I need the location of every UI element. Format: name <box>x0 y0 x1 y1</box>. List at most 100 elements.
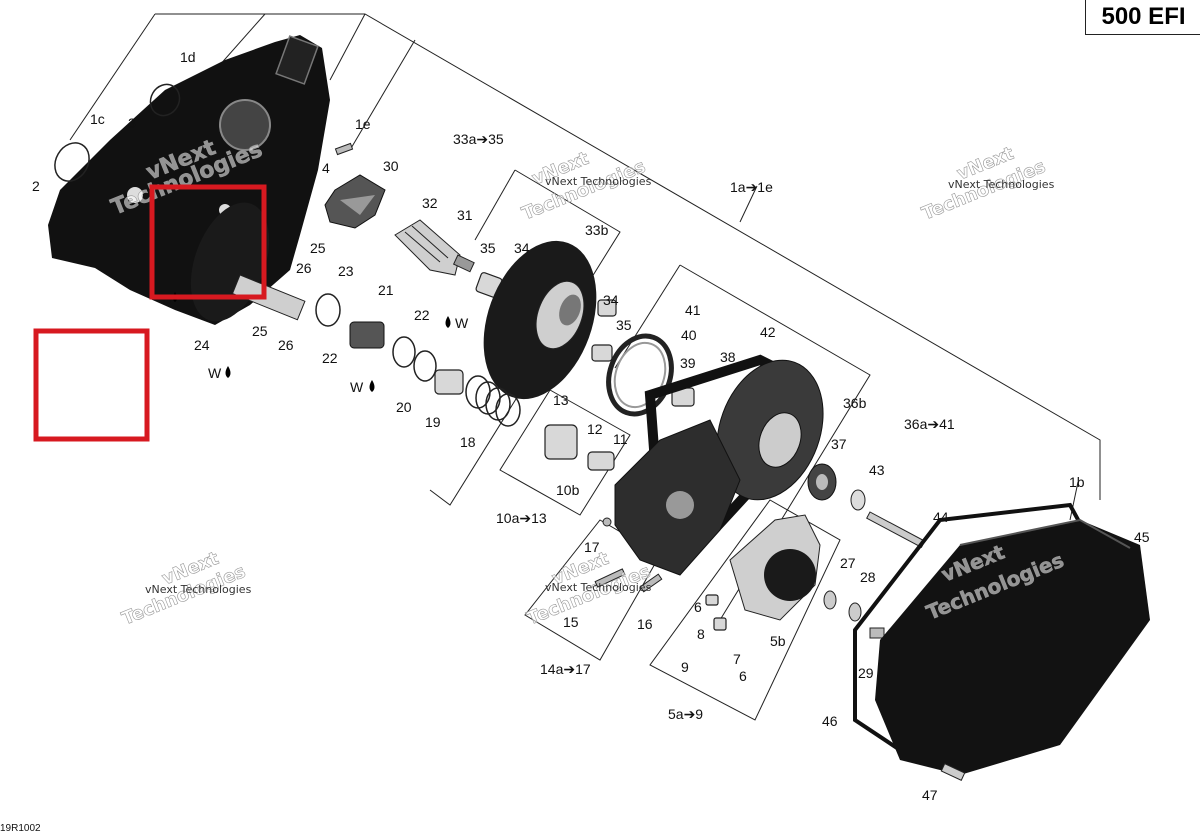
label-30: 30 <box>383 158 399 174</box>
label-22a: 22 <box>414 307 430 323</box>
part-labels: 1d 1c 3 2 1e 4 30 33a➔35 1a➔1e 32 31 33b… <box>32 49 1150 803</box>
worm-gear-part-32 <box>394 219 475 276</box>
bolt-part-47 <box>940 763 966 781</box>
label-27: 27 <box>840 555 856 571</box>
label-20: 20 <box>396 399 412 415</box>
label-29: 29 <box>858 665 874 681</box>
label-43: 43 <box>869 462 885 478</box>
label-W3: W <box>350 379 364 395</box>
label-10a-13: 10a➔13 <box>496 510 547 526</box>
label-36a-41: 36a➔41 <box>904 416 955 432</box>
driven-pulley-part-36b <box>716 359 824 501</box>
label-21: 21 <box>378 282 394 298</box>
label-26a: 26 <box>296 260 312 276</box>
bushing-part-35b <box>591 344 613 362</box>
oil-drop-icons <box>173 292 451 392</box>
label-6a: 6 <box>694 599 702 615</box>
label-1a-1e: 1a➔1e <box>730 179 773 195</box>
impeller-part-30 <box>324 174 386 229</box>
washer-part-43 <box>850 489 866 511</box>
label-25b: 25 <box>252 323 268 339</box>
label-45: 45 <box>1134 529 1150 545</box>
label-14a-17: 14a➔17 <box>540 661 591 677</box>
label-2: 2 <box>32 178 40 194</box>
label-32: 32 <box>422 195 438 211</box>
label-26b: 26 <box>278 337 294 353</box>
label-39: 39 <box>680 355 696 371</box>
svg-text:vNext Technologies: vNext Technologies <box>545 175 652 188</box>
label-41: 41 <box>685 302 701 318</box>
label-19: 19 <box>425 414 441 430</box>
label-8: 8 <box>697 626 705 642</box>
label-24: 24 <box>194 337 210 353</box>
spring-part-15 <box>594 568 626 588</box>
label-4: 4 <box>322 160 330 176</box>
o-ring-part-20 <box>413 350 437 382</box>
cvt-cover-part-45 <box>875 518 1150 775</box>
label-23: 23 <box>338 263 354 279</box>
label-1b: 1b <box>1069 474 1085 490</box>
spring-part-16 <box>639 573 663 593</box>
pin-part-17 <box>602 517 612 527</box>
drive-housing-part-10b <box>614 419 741 576</box>
label-15: 15 <box>563 614 579 630</box>
drive-sheave-part-33b <box>483 240 597 400</box>
highlight-box-empty[interactable] <box>33 328 150 442</box>
highlight-box-selected[interactable] <box>149 184 267 300</box>
label-5a-9: 5a➔9 <box>668 706 703 722</box>
bushing-part-34 <box>597 299 617 317</box>
label-25a: 25 <box>310 240 326 256</box>
label-47: 47 <box>922 787 938 803</box>
label-22b: 22 <box>322 350 338 366</box>
label-34a: 34 <box>514 240 530 256</box>
label-6b: 6 <box>739 668 747 684</box>
label-33a-35: 33a➔35 <box>453 131 504 147</box>
label-33b: 33b <box>585 222 609 238</box>
label-W2: W <box>455 315 469 331</box>
label-13: 13 <box>553 392 569 408</box>
diagram-code: 19R1002 <box>0 823 41 834</box>
label-5b: 5b <box>770 633 786 649</box>
label-28: 28 <box>860 569 876 585</box>
svg-text:vNext Technologies: vNext Technologies <box>145 583 252 596</box>
label-18: 18 <box>460 434 476 450</box>
spider-part-40 <box>606 333 674 417</box>
label-31: 31 <box>457 207 473 223</box>
washer-part-28 <box>848 602 862 622</box>
label-3: 3 <box>128 115 136 131</box>
screw-part-4 <box>334 142 354 156</box>
cam-part-5b <box>729 514 821 621</box>
label-35b: 35 <box>616 317 632 333</box>
bushing-part-13 <box>544 424 578 460</box>
diagram-title: 500 EFI <box>1085 0 1200 35</box>
svg-text:vNext Technologies: vNext Technologies <box>545 581 652 594</box>
label-40: 40 <box>681 327 697 343</box>
spring-part-18 <box>465 375 521 427</box>
label-37: 37 <box>831 436 847 452</box>
label-W1: W <box>208 365 222 381</box>
label-1c: 1c <box>90 111 105 127</box>
label-17: 17 <box>584 539 600 555</box>
pin-part-8 <box>713 617 727 631</box>
label-11: 11 <box>613 431 628 447</box>
sleeve-part-21 <box>349 321 385 349</box>
label-1e: 1e <box>355 116 371 132</box>
bolt-part-44 <box>866 511 926 548</box>
o-ring-part-3 <box>149 83 181 117</box>
label-7: 7 <box>733 651 741 667</box>
label-44: 44 <box>933 509 949 525</box>
bushing-part-19 <box>434 369 464 395</box>
label-46: 46 <box>822 713 838 729</box>
svg-text:vNext Technologies: vNext Technologies <box>948 178 1055 191</box>
bushing-part-12 <box>587 451 615 471</box>
label-12: 12 <box>587 421 603 437</box>
label-34b: 34 <box>603 292 619 308</box>
bolt-part-29 <box>869 627 885 639</box>
ring-part-23 <box>315 293 341 327</box>
roller-part-6 <box>705 594 719 606</box>
label-42: 42 <box>760 324 776 340</box>
label-1d: 1d <box>180 49 196 65</box>
washer-part-27 <box>823 590 837 610</box>
label-35a: 35 <box>480 240 496 256</box>
